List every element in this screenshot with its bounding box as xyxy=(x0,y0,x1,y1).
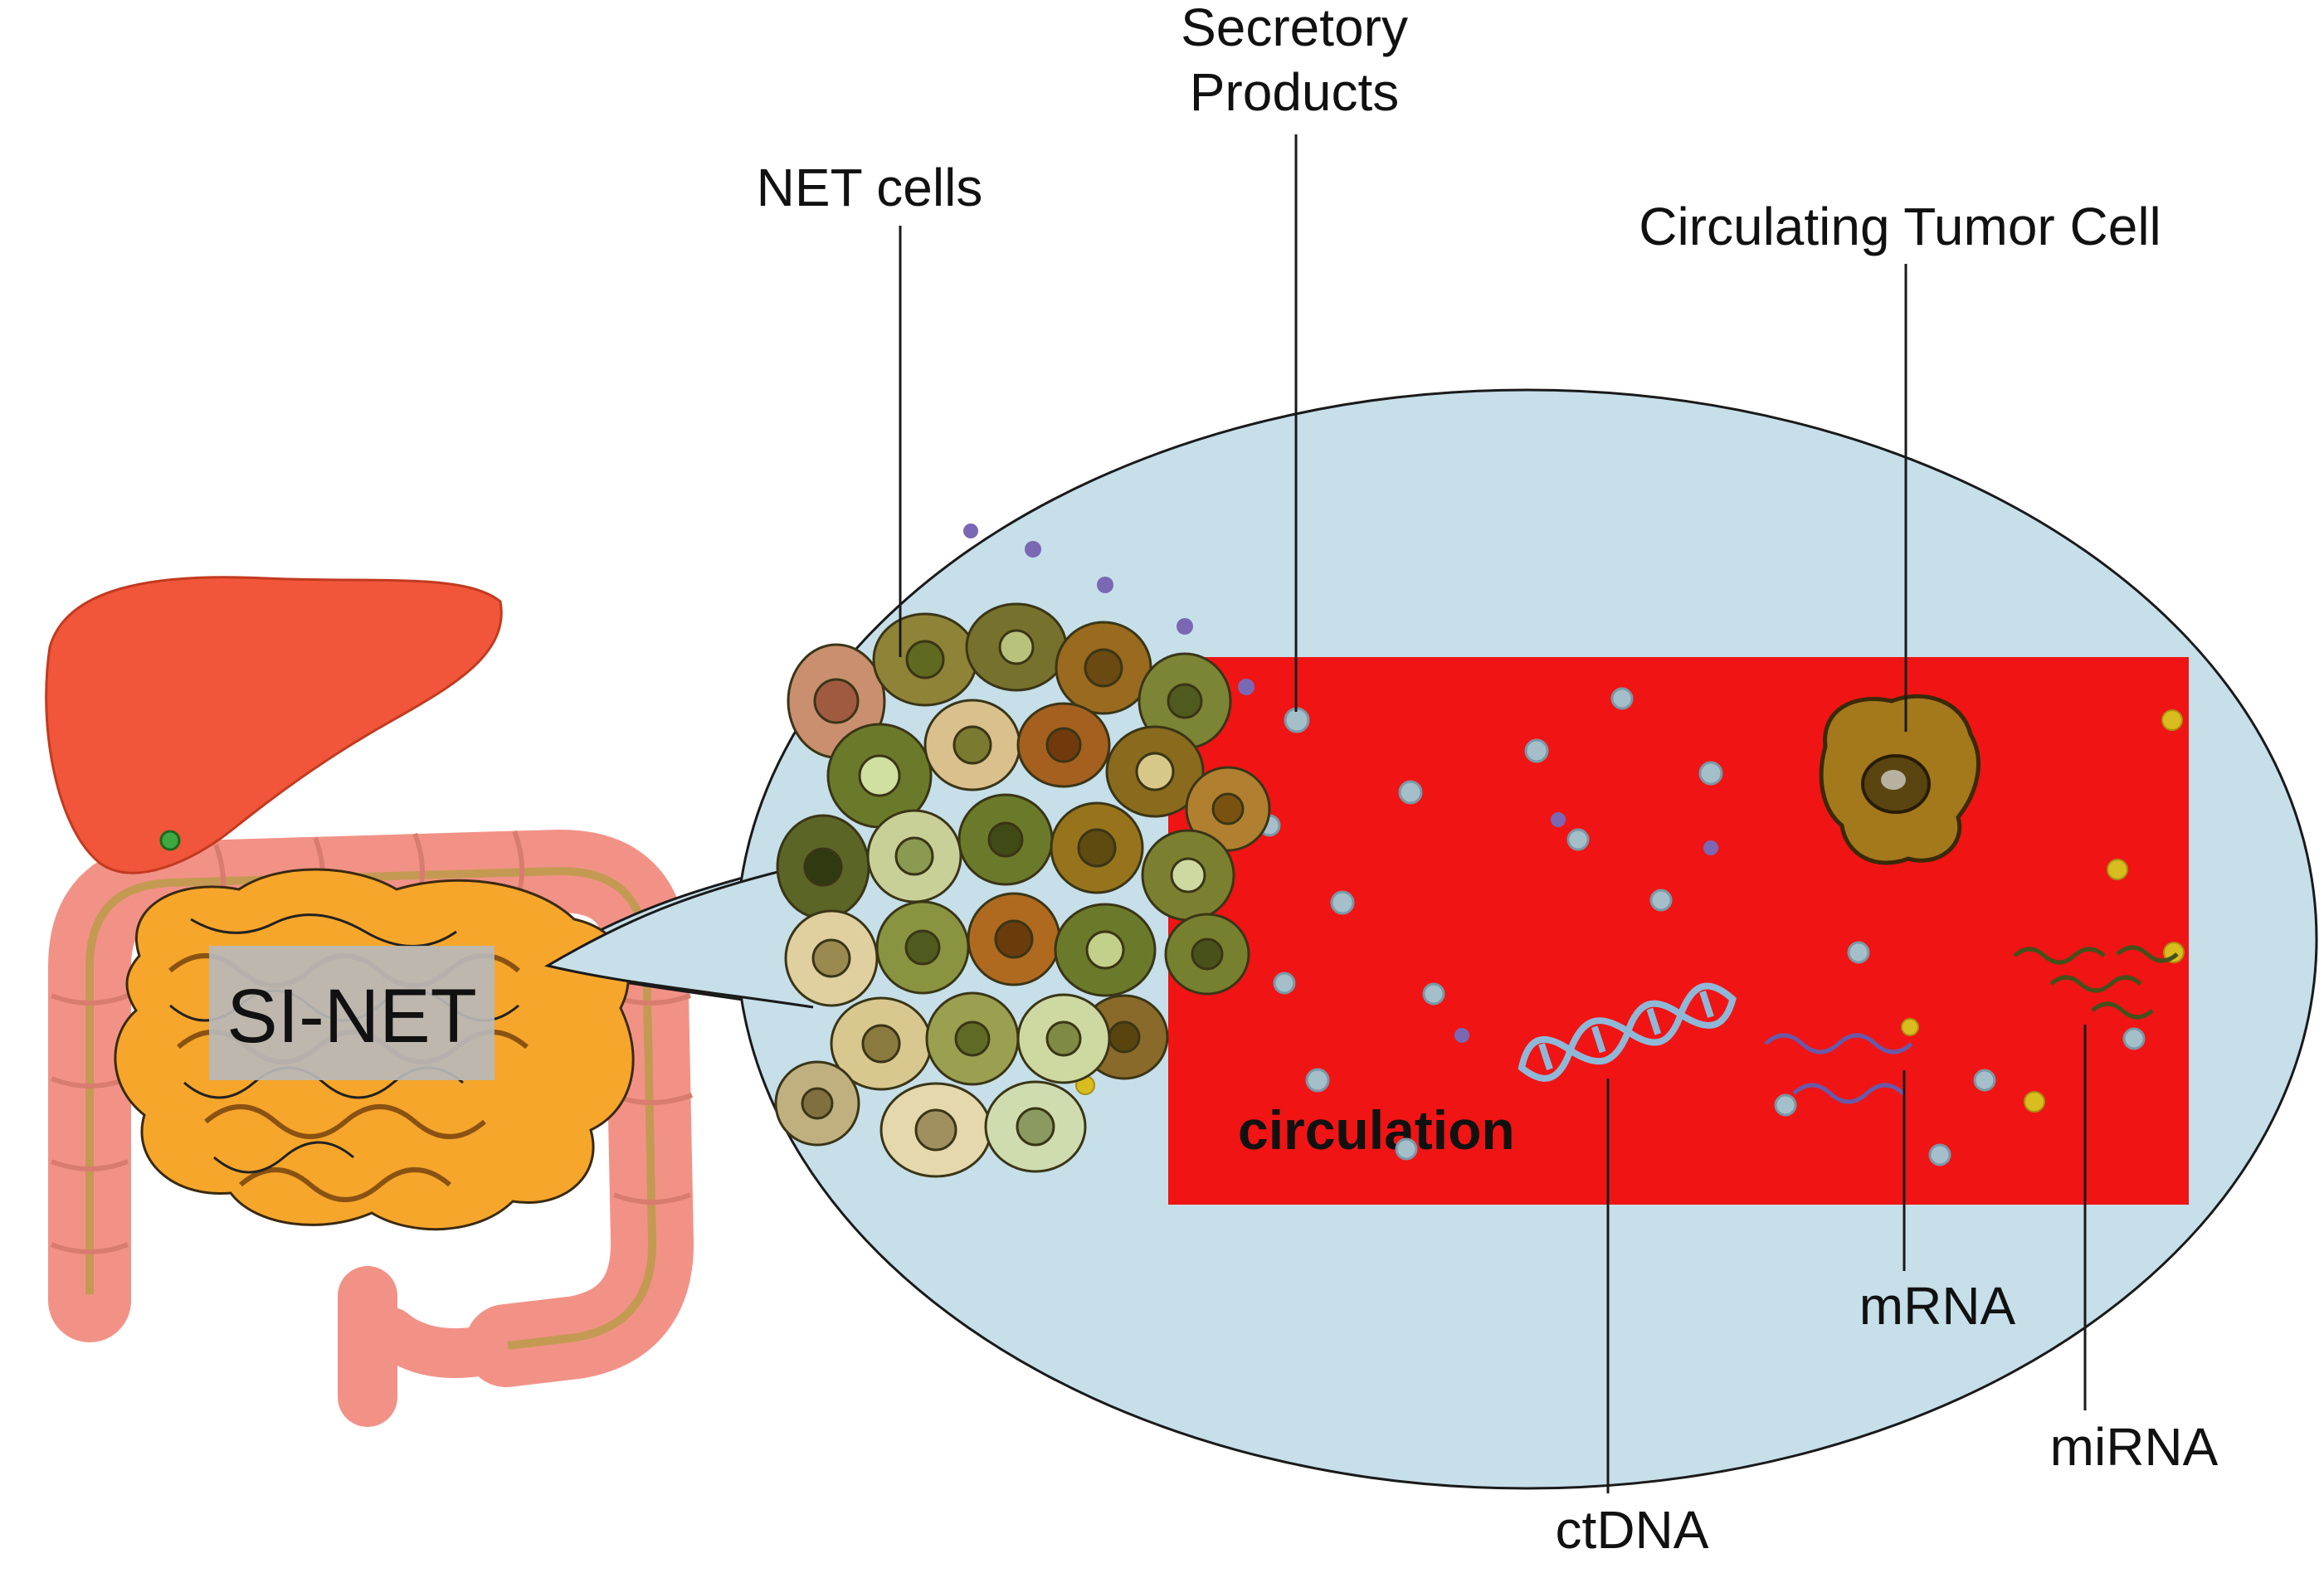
secretory-products-label-line1: Secretory xyxy=(1181,0,1408,57)
ctdna-helix-icon xyxy=(1518,982,1737,1082)
circulation-area xyxy=(1168,657,2189,1205)
mirna-strands-icon xyxy=(2013,945,2179,1020)
secretory-product-dots xyxy=(963,524,2185,1166)
circulating-tumor-cell-label: Circulating Tumor Cell xyxy=(1639,197,2161,256)
anatomy-group: SI-NET xyxy=(45,576,816,1427)
large-intestine xyxy=(48,830,694,1427)
yellow-dots xyxy=(1075,709,2185,1113)
liver xyxy=(45,576,503,874)
secretory-products-label-line2: Products xyxy=(1190,62,1400,122)
callout-tail-outline xyxy=(544,864,814,1009)
haustra-ticks xyxy=(50,830,694,1254)
leader-lines xyxy=(899,134,2087,1493)
circulating-tumor-cell xyxy=(1819,694,1981,865)
callout-tail-join xyxy=(548,866,813,1007)
si-net-label: SI-NET xyxy=(227,974,477,1059)
net-cells-cluster xyxy=(774,602,1271,1178)
mirna-label: miRNA xyxy=(2050,1417,2219,1477)
gray-blue-dots xyxy=(1258,687,2146,1166)
net-cells-label: NET cells xyxy=(757,158,983,217)
ctdna-label: ctDNA xyxy=(1556,1500,1709,1560)
si-net-box: SI-NET xyxy=(209,946,495,1080)
mrna-strands-icon xyxy=(1764,1033,1913,1104)
circulation-callout: circulation xyxy=(544,388,2318,1490)
gallbladder-dot xyxy=(159,830,181,851)
purple-dots xyxy=(963,524,1718,1043)
mrna-label: mRNA xyxy=(1859,1276,2016,1336)
circulation-label: circulation xyxy=(1238,1099,1515,1161)
